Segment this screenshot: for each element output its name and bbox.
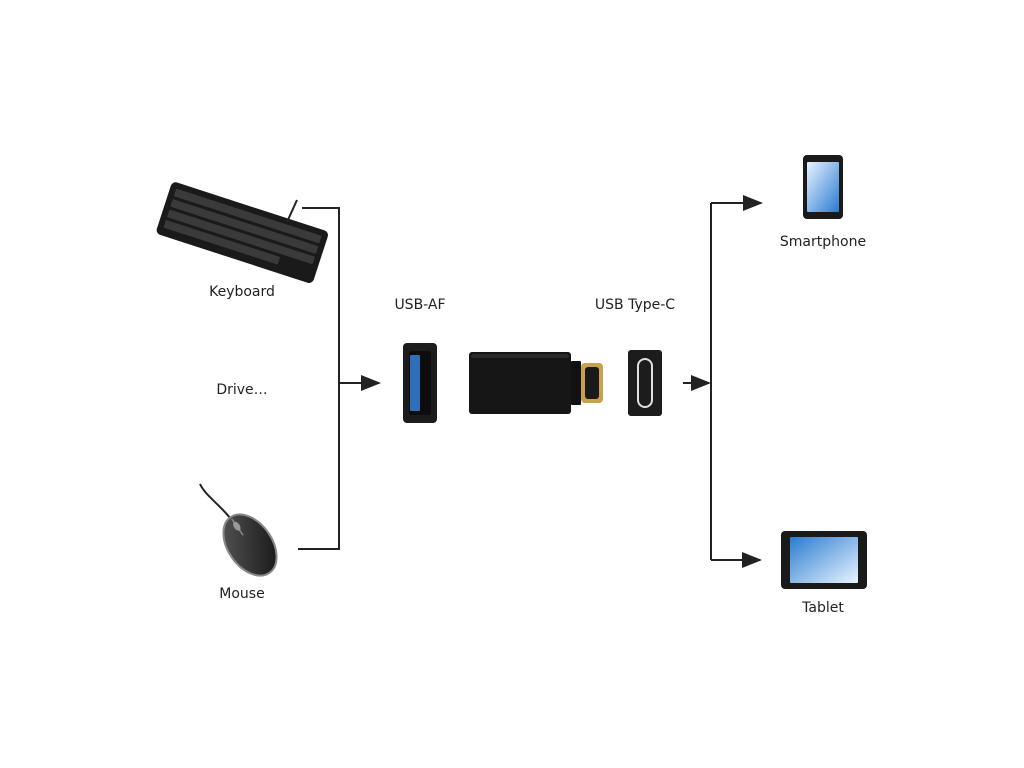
- tablet-label: Tablet: [801, 600, 844, 616]
- smartphone-label: Smartphone: [780, 234, 866, 250]
- tablet-icon: [781, 531, 867, 589]
- usb-type-c-label: USB Type-C: [595, 297, 675, 313]
- mouse-icon: [199, 483, 278, 577]
- input-connector-lines: [298, 207, 381, 550]
- otg-adapter-icon: [469, 352, 603, 414]
- keyboard-label: Keyboard: [209, 284, 275, 300]
- usb-c-port-icon: [628, 350, 662, 416]
- drive-label: Drive…: [216, 382, 267, 398]
- keyboard-icon: [156, 182, 328, 283]
- output-connector-lines: [683, 195, 763, 568]
- usb-a-port-icon: [403, 343, 437, 423]
- smartphone-icon: [803, 155, 843, 219]
- mouse-label: Mouse: [219, 586, 264, 602]
- usb-af-label: USB-AF: [394, 297, 445, 313]
